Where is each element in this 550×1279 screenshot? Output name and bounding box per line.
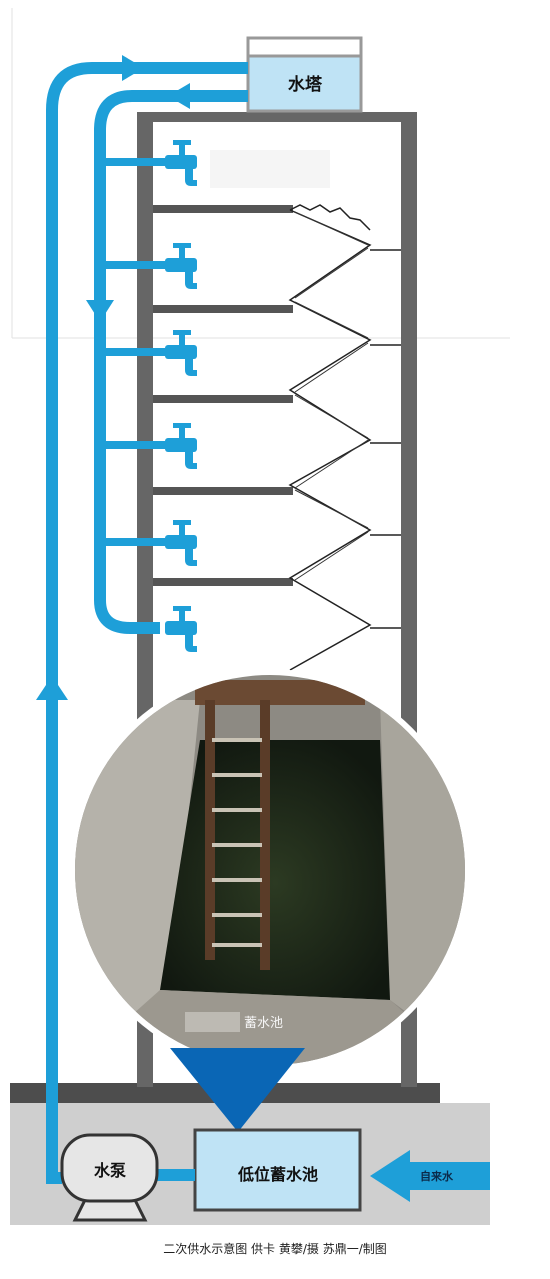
faucet-icon (165, 243, 197, 289)
tap-water-label: 自来水 (420, 1169, 454, 1183)
down-triangle (170, 1048, 305, 1132)
arrow-icon (86, 300, 114, 322)
floor-slab (153, 487, 293, 495)
floor-slabs (153, 205, 293, 586)
faucet-icon (165, 330, 197, 376)
pump: 水泵 (60, 1133, 159, 1222)
low-storage-tank (193, 1128, 362, 1212)
credit-line: 二次供水示意图 供卡 黄攀/摄 苏鼎一/制图 (163, 1242, 387, 1256)
water-tower-top (246, 36, 363, 58)
branch-pipes (100, 158, 165, 546)
photo-caption: 蓄水池 (244, 1016, 283, 1031)
arrow-icon (122, 55, 144, 81)
arrow-icon (370, 1150, 410, 1202)
riser-pipe (46, 62, 248, 1178)
floor-slab (153, 205, 293, 213)
floor-slab (153, 305, 293, 313)
downfeed-pipe (94, 90, 248, 634)
pump-label: 水泵 (94, 1161, 126, 1180)
blurred-text-block (210, 150, 330, 188)
water-tower-label: 水塔 (288, 74, 323, 95)
staircase (288, 204, 401, 671)
stair-steps (294, 211, 369, 581)
faucet-icon (165, 140, 197, 186)
faucet-icon (165, 423, 197, 469)
faucet-icon (165, 520, 197, 566)
faucet-icon (165, 606, 197, 652)
floor-slab (153, 578, 293, 586)
building-roof (137, 112, 417, 122)
faucets (165, 140, 197, 652)
tap-water-pipe (410, 1162, 490, 1190)
arrow-icon (36, 676, 68, 700)
arrow-icon (168, 83, 190, 109)
low-storage-tank-label: 低位蓄水池 (237, 1165, 318, 1184)
floor-slab (153, 395, 293, 403)
